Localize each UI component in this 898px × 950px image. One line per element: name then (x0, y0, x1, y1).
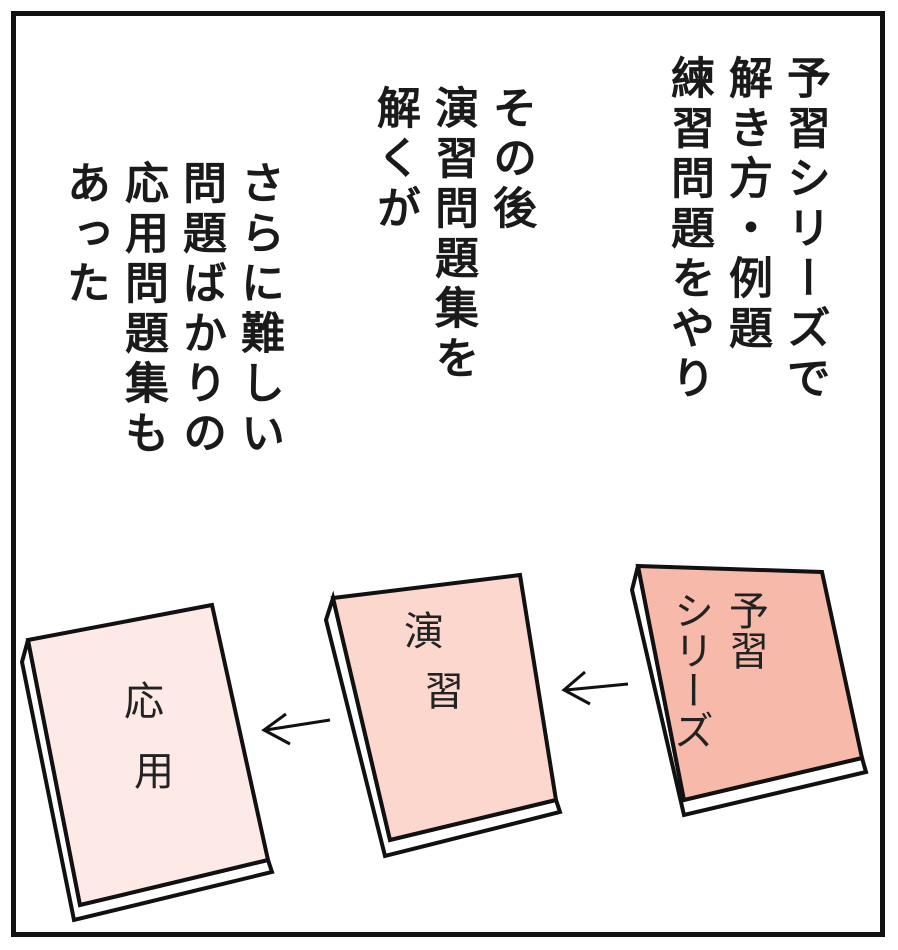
book-enshu: 演 習 (323, 572, 563, 859)
book-title: 習 (417, 670, 463, 710)
book-oyo: 応 用 (19, 602, 275, 923)
book-title: シリーズ (667, 590, 713, 750)
arrow-left-icon (261, 712, 331, 746)
narration-line: 解き方・例題 (721, 55, 772, 355)
narration-line: 解くが (369, 85, 420, 235)
narration-line: その後 (485, 85, 536, 235)
book-title: 予習 (722, 590, 768, 670)
narration-line: あった (59, 160, 110, 310)
arrow-left-icon (561, 670, 629, 706)
narration-line: 練習問題をやり (663, 55, 714, 405)
narration-line: さらに難しい (233, 160, 284, 460)
narration-line: 演習問題集を (427, 85, 478, 385)
narration-line: 問題ばかりの (175, 160, 226, 460)
book-title: 用 (127, 750, 173, 790)
narration-line: 予習シリーズで (779, 55, 830, 405)
book-title: 応 (117, 680, 163, 720)
narration-line: 応用問題集も (117, 160, 168, 460)
book-yoshu-series: 予習 シリーズ (629, 563, 869, 818)
book-title: 演 (397, 610, 443, 650)
